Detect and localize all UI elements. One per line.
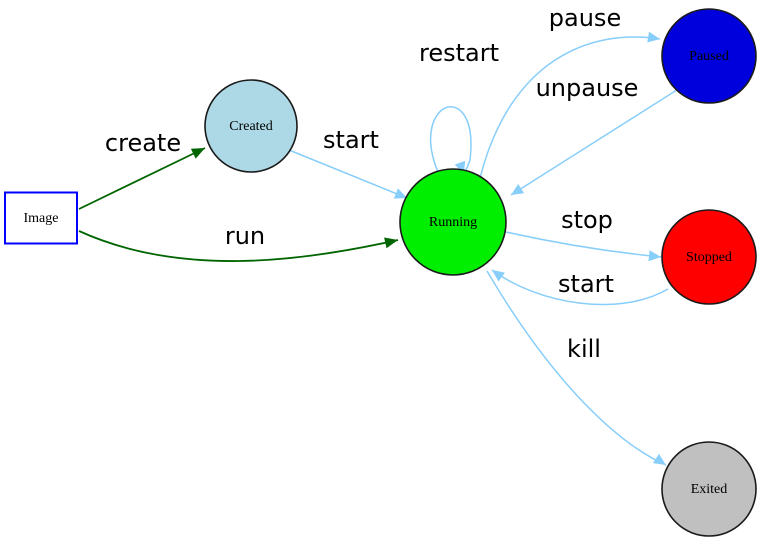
edge-restart <box>429 105 472 175</box>
edge-line-pause <box>479 36 661 179</box>
node-label-image: Image <box>24 211 59 226</box>
edge-line-stop <box>505 231 662 258</box>
arrowhead-stop <box>648 250 661 262</box>
edge-line-unpause <box>510 87 681 196</box>
node-label-paused: Paused <box>689 49 729 64</box>
node-paused[interactable]: Paused <box>661 8 757 104</box>
edge-line-start_created <box>288 149 408 199</box>
edge-stop <box>505 231 662 262</box>
arrowhead-create <box>190 148 205 159</box>
arrowhead-unpause <box>511 183 525 195</box>
node-label-running: Running <box>429 215 477 230</box>
edge-label-start_stopped: start <box>558 270 614 298</box>
node-created[interactable]: Created <box>204 79 298 173</box>
node-shape-created[interactable] <box>204 79 298 173</box>
node-shape-image[interactable] <box>4 191 78 245</box>
arrowhead-kill <box>652 453 666 465</box>
edge-label-start_created: start <box>323 126 379 154</box>
node-image[interactable]: Image <box>4 191 78 245</box>
edge-line-restart <box>429 105 472 175</box>
edge-label-unpause: unpause <box>536 74 639 102</box>
edge-line-create <box>78 147 206 210</box>
edge-label-kill: kill <box>567 335 601 363</box>
edge-kill <box>486 270 667 466</box>
edge-label-pause: pause <box>549 4 621 32</box>
edge-label-stop: stop <box>561 206 613 234</box>
edge-unpause <box>510 87 681 196</box>
edges-layer <box>78 31 681 466</box>
node-shape-paused[interactable] <box>661 8 757 104</box>
edge-pause <box>479 31 661 179</box>
edge-start_created <box>288 149 408 199</box>
arrowhead-run <box>384 237 398 249</box>
arrowhead-start_stopped <box>492 270 505 282</box>
edge-line-start_stopped <box>491 269 669 306</box>
edge-label-create: create <box>105 129 181 157</box>
node-running[interactable]: Running <box>399 168 507 276</box>
node-label-created: Created <box>229 119 273 134</box>
arrowhead-pause <box>647 31 660 43</box>
node-stopped[interactable]: Stopped <box>661 209 757 305</box>
node-shape-stopped[interactable] <box>661 209 757 305</box>
node-label-stopped: Stopped <box>686 250 732 265</box>
node-exited[interactable]: Exited <box>661 441 757 537</box>
node-shape-running[interactable] <box>399 168 507 276</box>
edge-line-kill <box>486 270 667 466</box>
edge-run <box>78 230 399 262</box>
edge-start_stopped <box>491 269 669 306</box>
arrowhead-start_created <box>393 188 407 199</box>
node-label-exited: Exited <box>691 482 728 497</box>
edge-label-run: run <box>225 222 265 250</box>
edge-labels-layer: create run start restart pause unpause stop sta… <box>105 4 639 363</box>
edge-create <box>78 147 206 210</box>
edge-line-run <box>78 230 399 262</box>
node-shape-exited[interactable] <box>661 441 757 537</box>
edge-label-restart: restart <box>419 39 499 67</box>
